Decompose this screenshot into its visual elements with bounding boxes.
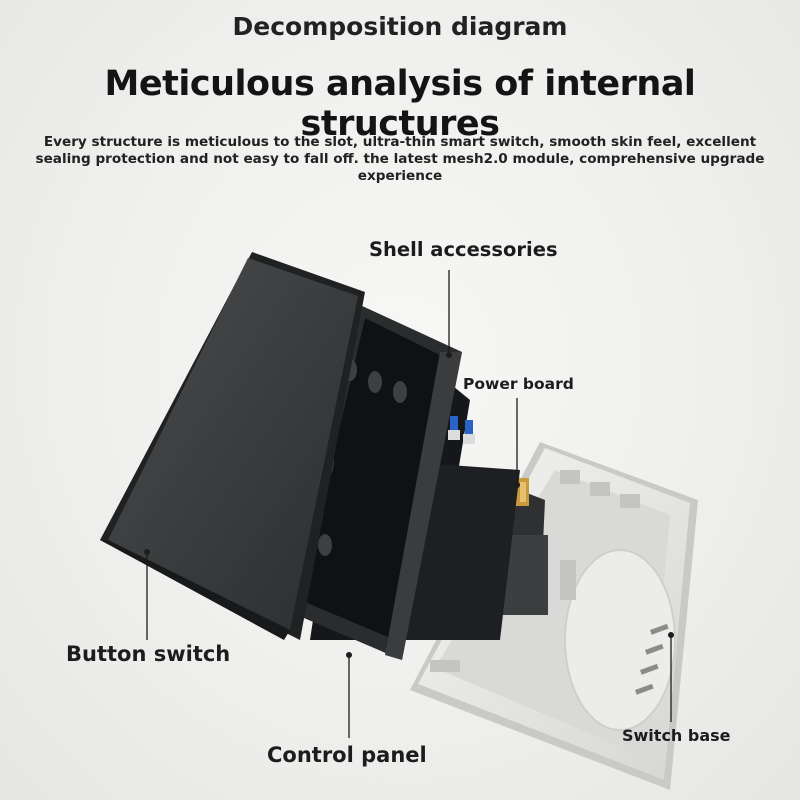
button-switch-label: Button switch bbox=[66, 642, 231, 666]
diagram-kicker: Decomposition diagram bbox=[232, 12, 568, 41]
diagram-description: Every structure is meticulous to the slo… bbox=[35, 134, 765, 184]
control-panel-label: Control panel bbox=[267, 743, 427, 767]
diagram-headline: Meticulous analysis of internal structur… bbox=[104, 64, 696, 144]
shell-accessories-part bbox=[290, 305, 462, 660]
shell-accessories-label: Shell accessories bbox=[369, 238, 558, 261]
leader-dots bbox=[144, 352, 674, 658]
switch-base-part bbox=[410, 442, 698, 790]
switch-base-label: Switch base bbox=[622, 726, 731, 745]
leader-lines bbox=[146, 270, 672, 738]
power-board-label: Power board bbox=[463, 375, 574, 393]
